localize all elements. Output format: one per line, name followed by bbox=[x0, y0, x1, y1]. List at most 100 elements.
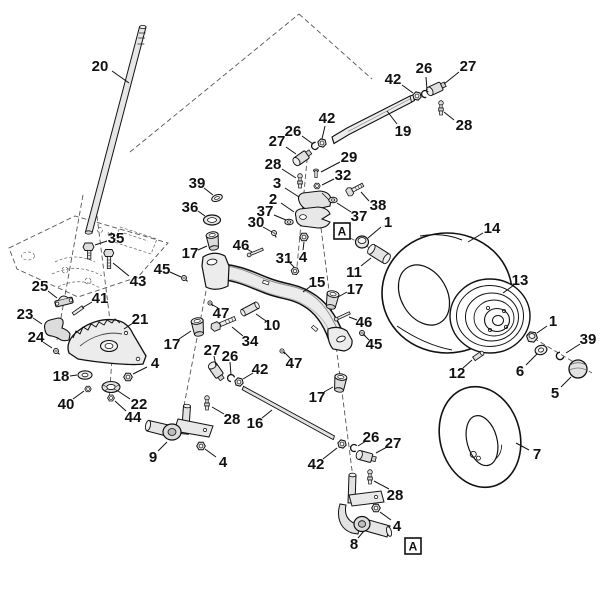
leader-line bbox=[425, 76, 428, 91]
ball-joint-27b bbox=[290, 147, 314, 168]
leader-line bbox=[111, 70, 130, 84]
part-label-15: 15 bbox=[309, 274, 326, 291]
jam-nut-42d bbox=[336, 438, 348, 450]
part-label-46: 46 bbox=[356, 314, 373, 331]
bolt-38 bbox=[345, 182, 365, 197]
part-label-47: 47 bbox=[286, 355, 303, 372]
part-label-7: 7 bbox=[533, 446, 541, 463]
part-label-39: 39 bbox=[189, 175, 206, 192]
part-label-28: 28 bbox=[265, 156, 282, 173]
leader-line bbox=[42, 341, 53, 349]
leader-line bbox=[281, 168, 297, 179]
leader-line bbox=[255, 313, 267, 322]
part-label-35: 35 bbox=[108, 230, 125, 247]
front-axle-beam bbox=[201, 252, 353, 352]
part-label-32: 32 bbox=[335, 167, 352, 184]
part-label-37: 37 bbox=[351, 208, 368, 225]
leader-line bbox=[373, 480, 390, 490]
part-label-17: 17 bbox=[182, 245, 199, 262]
leader-line bbox=[321, 125, 326, 140]
part-label-3: 3 bbox=[273, 175, 281, 192]
leader-line bbox=[283, 351, 291, 359]
leader-line bbox=[117, 390, 131, 400]
part-label-19: 19 bbox=[395, 123, 412, 140]
lock-nut-4d bbox=[371, 503, 381, 513]
part-label-22: 22 bbox=[131, 396, 148, 413]
flange-nut-1-right bbox=[525, 331, 539, 343]
inner-tube-tire bbox=[438, 385, 522, 489]
leader-line bbox=[178, 330, 192, 340]
leader-line bbox=[322, 447, 338, 460]
screw-47-right bbox=[279, 348, 286, 355]
leader-line bbox=[32, 317, 43, 325]
part-label-5: 5 bbox=[551, 385, 559, 402]
steering-shaft bbox=[84, 24, 147, 235]
leader-line bbox=[94, 240, 108, 246]
leader-line bbox=[114, 400, 127, 412]
leader-line bbox=[285, 146, 297, 155]
leader-line bbox=[443, 71, 460, 85]
part-label-30: 30 bbox=[248, 214, 265, 231]
lock-nut-4c bbox=[196, 441, 206, 451]
nut-32 bbox=[313, 182, 321, 190]
part-label-27: 27 bbox=[269, 133, 286, 150]
leader-line bbox=[197, 245, 208, 251]
leader-line bbox=[197, 210, 206, 217]
part-label-44: 44 bbox=[125, 409, 142, 426]
part-label-10: 10 bbox=[264, 317, 281, 334]
leader-line bbox=[367, 226, 382, 239]
grease-fitting-28b bbox=[297, 173, 303, 189]
leader-line bbox=[360, 191, 370, 202]
part-label-34: 34 bbox=[242, 333, 259, 350]
leader-line bbox=[337, 291, 348, 298]
leader-line bbox=[213, 355, 217, 367]
leader-line bbox=[261, 409, 273, 419]
hex-bolt-34 bbox=[210, 315, 237, 332]
valve-stem bbox=[472, 350, 485, 362]
screw-29 bbox=[312, 168, 319, 178]
leader-line bbox=[401, 84, 414, 94]
screw-45-left bbox=[180, 274, 189, 282]
leader-line bbox=[323, 386, 334, 393]
flange-bearing-22 bbox=[101, 380, 121, 394]
part-label-2: 2 bbox=[269, 191, 277, 208]
leader-line bbox=[231, 326, 244, 337]
leader-line bbox=[157, 441, 168, 452]
part-label-37: 37 bbox=[257, 203, 274, 220]
part-label-31: 31 bbox=[276, 250, 293, 267]
part-label-42: 42 bbox=[308, 456, 325, 473]
steering-bracket bbox=[44, 317, 71, 342]
part-label-28: 28 bbox=[224, 411, 241, 428]
nut-31 bbox=[290, 266, 300, 276]
part-label-6: 6 bbox=[516, 363, 524, 380]
leader-line bbox=[348, 316, 358, 321]
part-label-17: 17 bbox=[164, 336, 181, 353]
part-label-13: 13 bbox=[512, 272, 529, 289]
part-label-18: 18 bbox=[53, 368, 70, 385]
screw-30 bbox=[269, 229, 279, 238]
part-label-29: 29 bbox=[341, 149, 358, 166]
leader-lines-layer bbox=[32, 70, 581, 539]
grease-fitting-28c bbox=[204, 395, 210, 411]
part-label-45: 45 bbox=[366, 336, 383, 353]
jam-nut-42c bbox=[233, 376, 245, 388]
part-label-4: 4 bbox=[393, 518, 402, 535]
part-label-4: 4 bbox=[299, 249, 308, 266]
part-label-1: 1 bbox=[384, 214, 392, 231]
ball-joint-27a bbox=[424, 79, 448, 98]
leader-line bbox=[302, 285, 312, 293]
part-label-16: 16 bbox=[247, 415, 264, 432]
grease-fitting-28d bbox=[367, 469, 373, 485]
part-label-21: 21 bbox=[132, 311, 149, 328]
view-ref-marker-label: A bbox=[338, 225, 347, 239]
part-label-27: 27 bbox=[204, 342, 221, 359]
leader-line bbox=[515, 442, 530, 451]
leader-line bbox=[525, 353, 538, 366]
part-label-20: 20 bbox=[92, 58, 109, 75]
nut-44 bbox=[107, 394, 115, 402]
leader-line bbox=[360, 257, 372, 267]
leader-line bbox=[284, 187, 300, 198]
leader-line bbox=[320, 161, 341, 173]
